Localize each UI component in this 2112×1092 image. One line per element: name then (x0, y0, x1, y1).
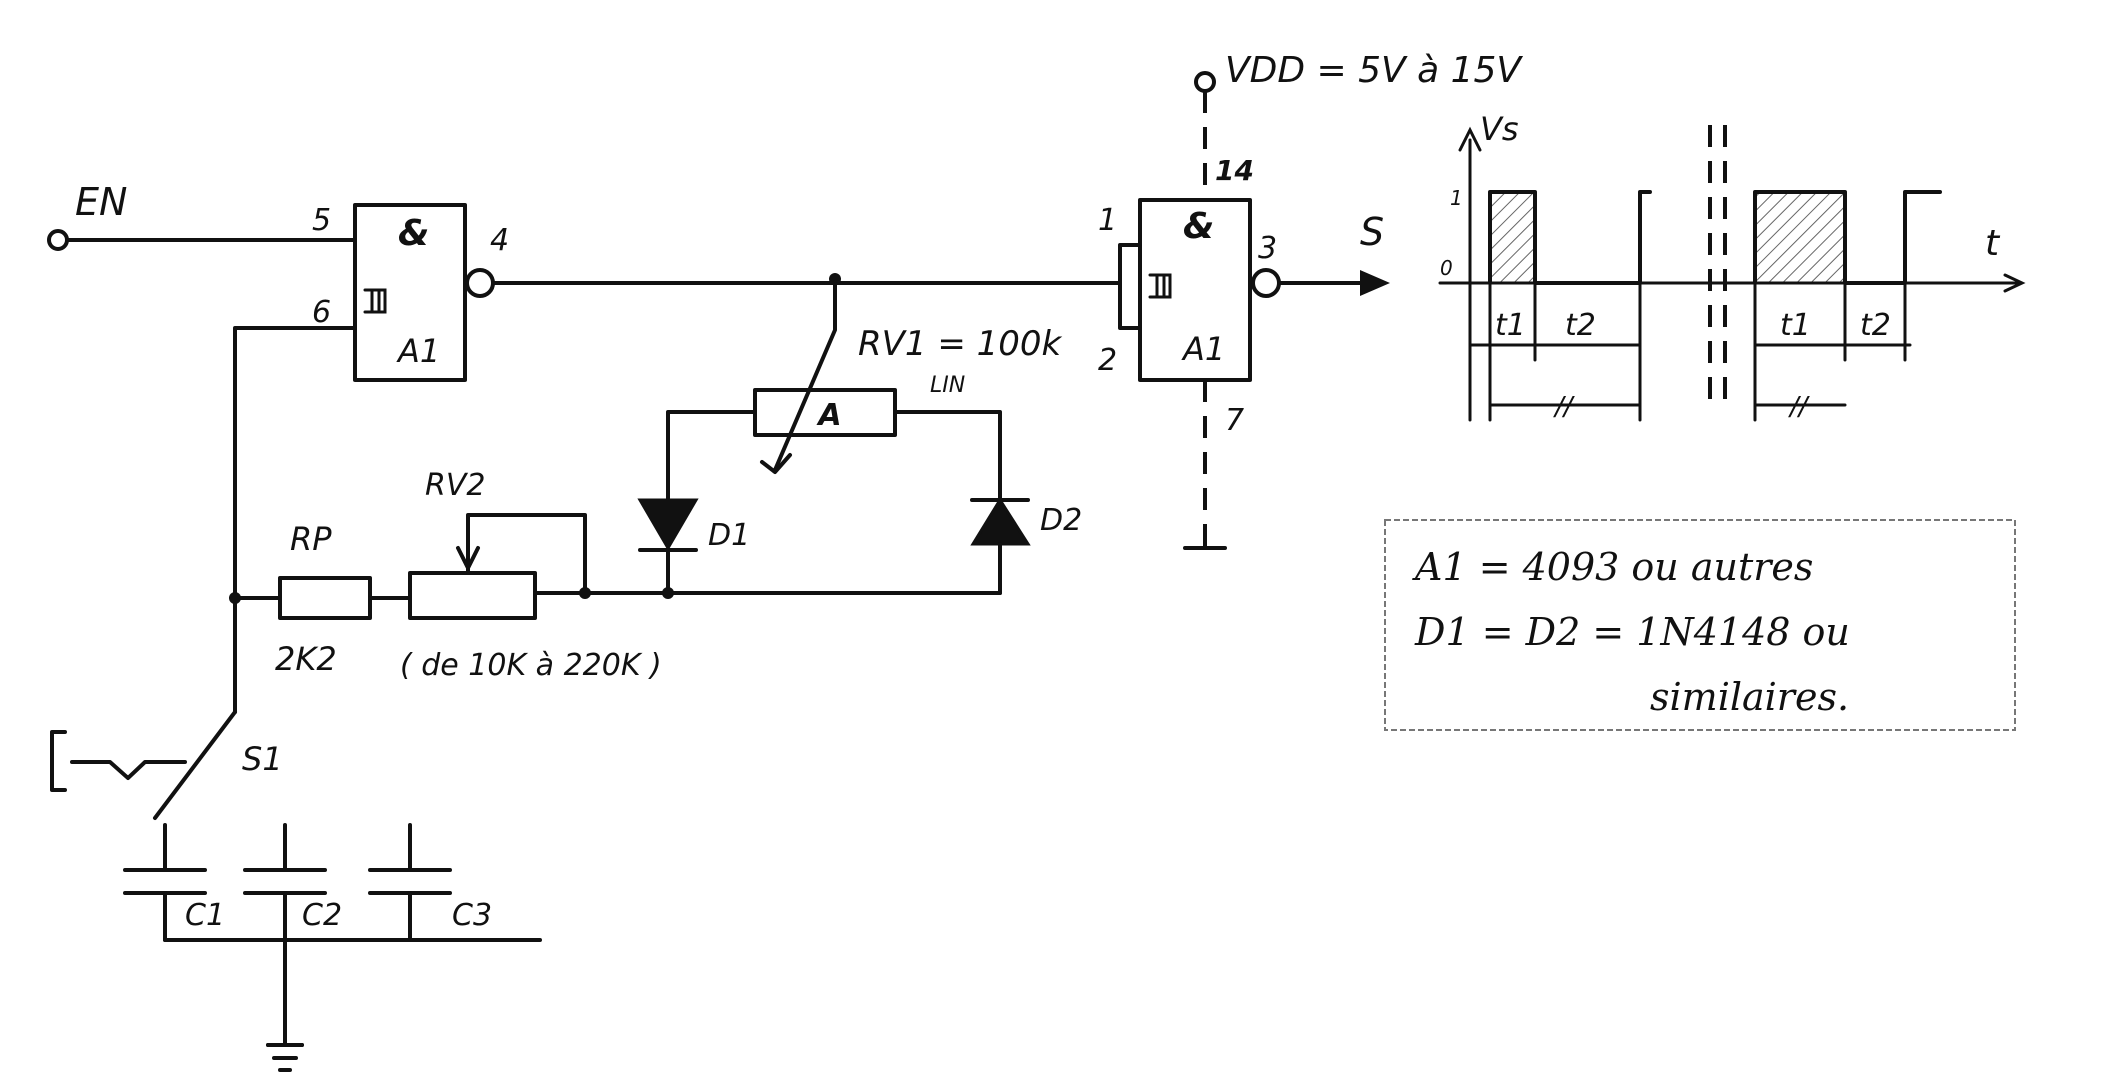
gate-right-pin1: 1 (1098, 203, 1117, 238)
junction-left (229, 592, 241, 604)
waveform-level-high: 1 (1450, 186, 1463, 210)
y-axis-arrow-icon (1458, 126, 1482, 152)
rv2-arrow-icon (456, 546, 480, 570)
gate-right-inputs (1118, 243, 1142, 330)
gate-right-body (1138, 198, 1252, 382)
schmitt-icon-right (1148, 273, 1172, 299)
rv1-arrow-icon (760, 453, 792, 474)
gate-left-bubble (465, 268, 495, 298)
gate-right-pin14: 14 (1215, 154, 1254, 187)
d2-label: D2 (1040, 503, 1082, 538)
waveform-t2-a: t2 (1565, 308, 1596, 343)
output-label: S (1360, 210, 1384, 254)
junction-rv2 (579, 587, 591, 599)
d1-label: D1 (708, 518, 750, 553)
gate-left-pin5: 5 (312, 203, 331, 238)
gate-right-bubble (1251, 268, 1281, 298)
rp-value: 2K2 (275, 640, 337, 678)
c3-label: C3 (452, 898, 492, 933)
gate-right-name: A1 (1181, 330, 1225, 368)
gate-left-symbol: & (398, 213, 429, 254)
s1-actuator (70, 760, 187, 780)
rp-label: RP (290, 520, 332, 558)
gate-left-pin6: 6 (312, 295, 331, 330)
en-label: EN (75, 180, 127, 224)
x-axis-arrow-icon (2003, 273, 2026, 293)
waveform-plot (1438, 125, 2026, 422)
wire-d1-top (666, 410, 757, 502)
rv1-wiper (773, 281, 837, 472)
rv2-body (408, 571, 537, 620)
c2-label: C2 (302, 898, 342, 933)
gate-left-name: A1 (396, 332, 440, 370)
vdd-terminal (1194, 71, 1216, 93)
gate-right-pin2: 2 (1098, 343, 1117, 378)
waveform-level-low: 0 (1440, 256, 1453, 280)
waveform-t2-b: t2 (1860, 308, 1891, 343)
waveform-x-label: t (1985, 223, 2001, 264)
rv2-range: ( de 10K à 220K ) (400, 648, 662, 683)
c1-label: C1 (185, 898, 225, 933)
d2-diode-icon (970, 497, 1031, 546)
schmitt-icon-left (363, 288, 387, 314)
note-line2: D1 = D2 = 1N4148 ou (1414, 610, 1850, 654)
output-arrow-icon (1360, 270, 1390, 296)
rv2-label: RV2 (425, 468, 485, 503)
rv1-taper: LIN (930, 373, 965, 398)
gate-left-pin4: 4 (490, 223, 509, 258)
rv1-marker: A (816, 398, 841, 433)
waveform-period-a: // (1553, 392, 1576, 422)
d1-diode-icon (637, 498, 699, 551)
s1-bracket (50, 730, 67, 792)
waveform-period-b: // (1788, 392, 1811, 422)
waveform-y-label: Vs (1480, 110, 1519, 148)
wire-pin6 (233, 326, 357, 600)
gate-right-symbol: & (1183, 206, 1214, 247)
s1-label: S1 (242, 740, 283, 778)
waveform-t1-b: t1 (1780, 308, 1811, 343)
rv1-label: RV1 = 100k (858, 324, 1063, 364)
waveform-t1-a: t1 (1495, 308, 1526, 343)
en-terminal (47, 229, 69, 251)
junction-rv1 (829, 273, 841, 285)
gate-left-body (353, 203, 467, 382)
note-box (1384, 519, 2016, 731)
gate-right-pin3: 3 (1258, 231, 1277, 266)
gate-right-pin7: 7 (1225, 403, 1244, 438)
note-line1: A1 = 4093 ou autres (1412, 545, 1813, 589)
vdd-label: VDD = 5V à 15V (1225, 50, 1523, 91)
wire-d2-top (893, 410, 1002, 502)
capacitor-bank (123, 823, 542, 1072)
junction-d1 (662, 587, 674, 599)
s1-lever (153, 710, 237, 820)
rv2-wiper-link (466, 513, 587, 595)
note-line3: similaires. (1650, 675, 1849, 719)
rp-resistor (278, 576, 372, 620)
